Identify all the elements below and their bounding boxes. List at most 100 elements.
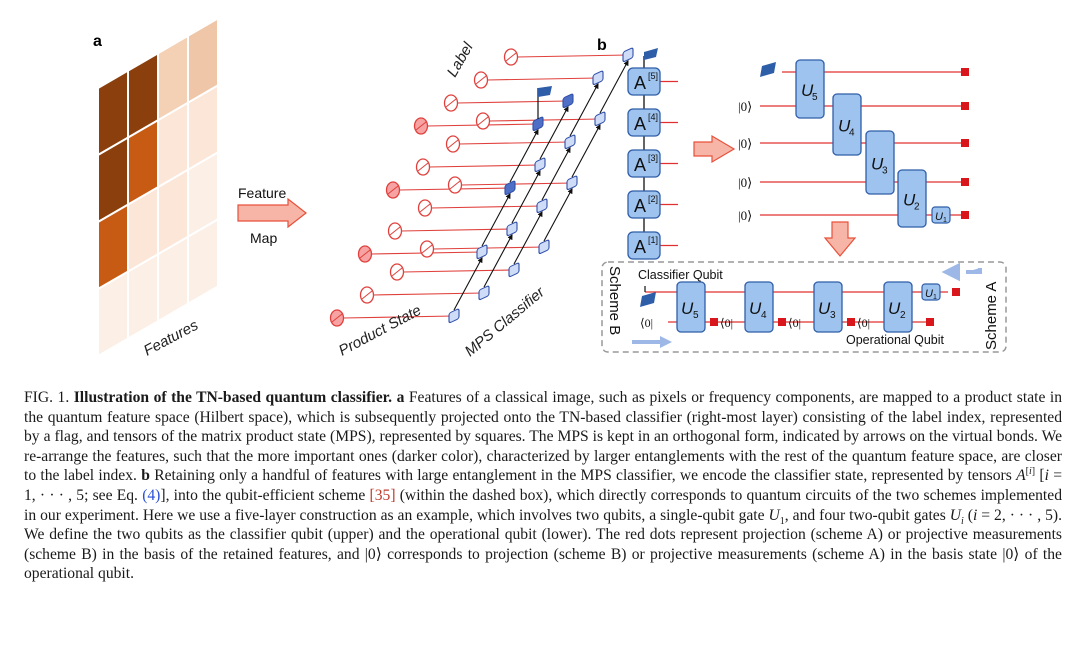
feature-wire [486,77,599,81]
ket-zero: ⟨0| [857,316,870,330]
mps-tensor [538,239,550,255]
label-flag-icon [640,292,656,307]
mps-tensor [566,175,578,191]
product-state-label: Product State [336,302,424,360]
mps-bond [571,124,601,178]
state-slash [389,226,401,236]
mps-bond [569,83,599,137]
measurement-dot [961,139,969,147]
tensor-chain: A[5]A[4]A[3]A[2]A[1] [627,48,678,260]
scheme-dashed-box [601,261,1007,353]
label-flag-icon [644,48,658,60]
feature-wire [488,118,601,122]
label-tag: Label [444,39,477,80]
tensor-label: A [634,73,646,93]
state-slash [417,162,429,172]
feature-wire [460,182,573,186]
two-qubit-gate [897,169,927,228]
tensor-box [627,190,661,219]
figure-1: a Features Feature Map Label Product Sta… [93,16,1007,360]
gate-label: U [903,191,916,210]
gate-sub: 5 [693,310,699,321]
state-slash [415,121,427,131]
feature-wire [402,269,515,273]
caption-title: Illustration of the TN-based quantum cla… [73,389,393,406]
gate-sub: 4 [761,310,767,321]
measurement-dot [961,68,969,76]
measurement-dot [847,318,855,326]
caption-text-b5: , and four two-qubit gates [784,506,946,524]
caption-fig: FIG. 1. [24,389,70,406]
caption-text-b7: corresponds to projection (scheme B) or … [387,545,998,563]
tensor-sup: [1] [648,235,658,245]
mps-bond [541,147,571,201]
state-slash [391,267,403,277]
operational-qubit-label: Operational Qubit [846,333,945,347]
ket-zero: |0⟩ [738,99,752,114]
state-slash [449,180,461,190]
state-slash [477,116,489,126]
state-slash [505,52,517,62]
state-slash [421,244,433,254]
tensor-label: A [634,237,646,257]
feature-map-arrow [237,197,307,229]
mps-tensor [622,47,634,63]
caption-text-b4: (within the dashed box), which directly … [24,486,1062,524]
feature-wire [458,141,571,145]
caption-text-b8: of the operational qubit. [24,545,1062,583]
label-flag-icon [538,86,552,97]
feature-grid [97,16,219,358]
scheme-b-label: Scheme B [606,266,623,335]
single-qubit-gate [921,283,941,301]
measurement-dot [926,318,934,326]
two-qubit-gate [865,130,895,195]
panel-a-label: a [93,33,102,50]
caption-text-b2: ; see Eq. [84,486,138,504]
tensor-box [627,108,661,137]
gate-sub: 2 [914,202,920,213]
mps-bond [481,193,511,247]
measurement-dot [710,318,718,326]
gate-label: U [935,211,943,223]
mps-bond [453,257,483,311]
two-qubit-gate [744,281,774,333]
tensor-label: A [634,114,646,134]
ket-zero: |0⟩ [738,175,752,190]
measurement-dot [952,288,960,296]
mps-tensor [534,157,546,173]
two-qubit-gate [813,281,843,333]
state-slash [387,185,399,195]
feature-map-label-2: Map [250,230,277,246]
state-slash [475,75,487,85]
ket-zero: |0⟩ [738,208,752,223]
mps-tensor [536,198,548,214]
measurement-dot [961,102,969,110]
mps-tensor [562,93,574,109]
caption-citation[interactable]: [35] [369,486,396,504]
mps-bond [509,129,539,183]
state-slash [447,139,459,149]
product-state-grid [329,48,629,327]
gate-sub: 2 [900,310,906,321]
measurement-dot [778,318,786,326]
caption-text-b6: . We define the two qubits as the classi… [24,506,1062,563]
ket-zero: ⟨0| [720,316,733,330]
two-qubit-gate [883,281,913,333]
mps-tensor [476,244,488,260]
scheme-a-arrow [941,262,982,282]
feature-wire [400,228,513,232]
caption-eq-ref[interactable]: (4) [142,486,161,504]
feature-wire [516,54,629,58]
two-qubit-gate [676,281,706,333]
gate-label: U [749,299,762,318]
mps-bond [599,60,629,114]
mps-bond [511,170,541,224]
tensor-label: A [634,196,646,216]
encode-arrow [693,134,736,164]
gate-sub: 5 [812,92,818,103]
caption-a-label: a [396,389,405,406]
mps-tensor [506,221,518,237]
caption-text-a: Features of a classical image, such as p… [24,389,1062,485]
